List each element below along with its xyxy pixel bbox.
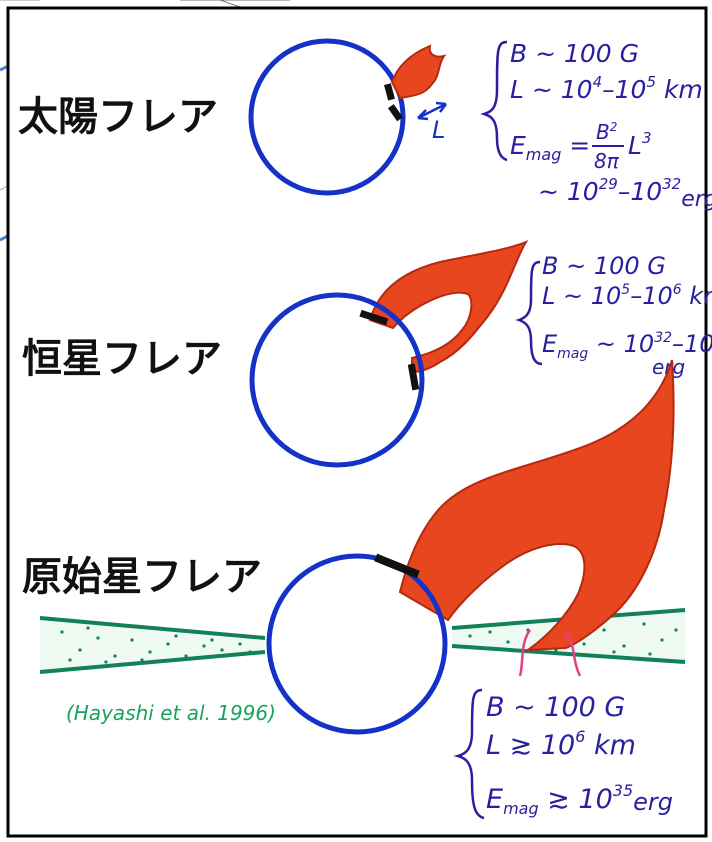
stellar-flare-label: 恒星フレア (22, 336, 222, 382)
svg-text:8π: 8π (594, 149, 620, 173)
solar-L: L ~ 104–105 km (510, 73, 703, 104)
length-marker-label: L (432, 116, 445, 144)
protostellar-flare-label: 原始星フレア (22, 554, 262, 600)
solar-flare-label: 太陽フレア (18, 94, 218, 140)
stellar-B: B ~ 100 G (542, 252, 666, 280)
protostellar-L: L ≳ 106 km (486, 727, 636, 761)
citation-text: (Hayashi et al. 1996) (66, 701, 276, 725)
protostellar-B: B ~ 100 G (486, 692, 625, 723)
solar-B: B ~ 100 G (510, 39, 639, 68)
